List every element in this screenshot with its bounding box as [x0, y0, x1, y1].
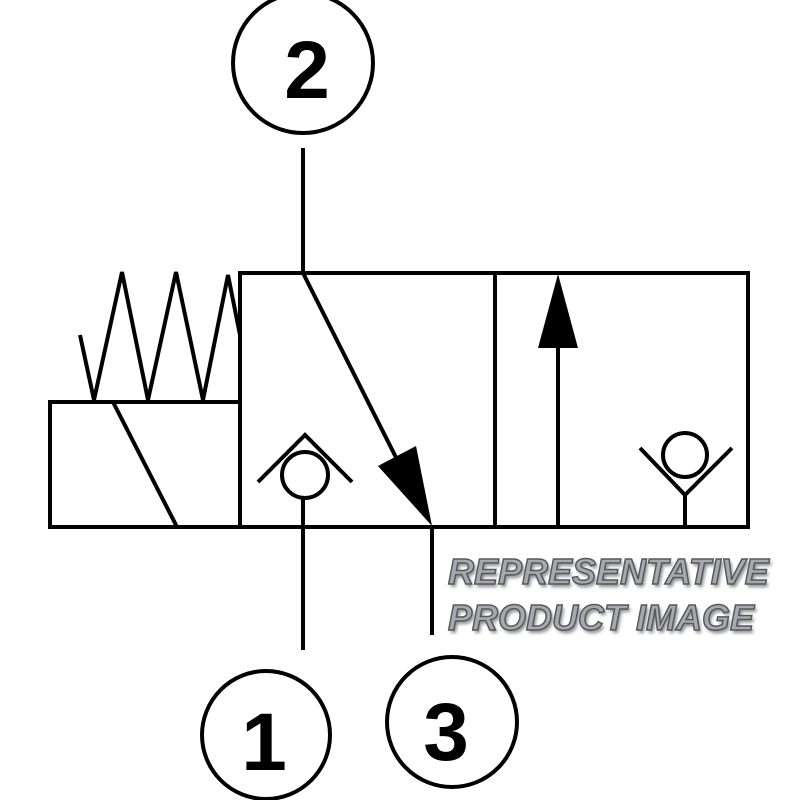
port-2-label: 2: [284, 25, 330, 116]
check-valve-seat-icon: [256, 432, 354, 484]
arrowhead-down-icon: [378, 446, 432, 526]
check-valve-ball-icon: [280, 450, 330, 500]
port-3-circle: [385, 655, 519, 789]
actuator-slash: [111, 401, 179, 528]
exhaust-ball-icon: [661, 431, 709, 479]
port-2-circle: [231, 0, 375, 135]
watermark-line-1: REPRESENTATIVE: [447, 551, 769, 593]
spring-icon: [78, 271, 242, 401]
port-1-circle: [200, 669, 332, 800]
watermark-line-2: PRODUCT IMAGE: [447, 597, 755, 639]
arrowhead-up-icon: [538, 274, 578, 348]
exhaust-seat-icon: [638, 446, 734, 498]
port-3-label: 3: [423, 687, 469, 778]
port-1-label: 1: [241, 697, 287, 788]
